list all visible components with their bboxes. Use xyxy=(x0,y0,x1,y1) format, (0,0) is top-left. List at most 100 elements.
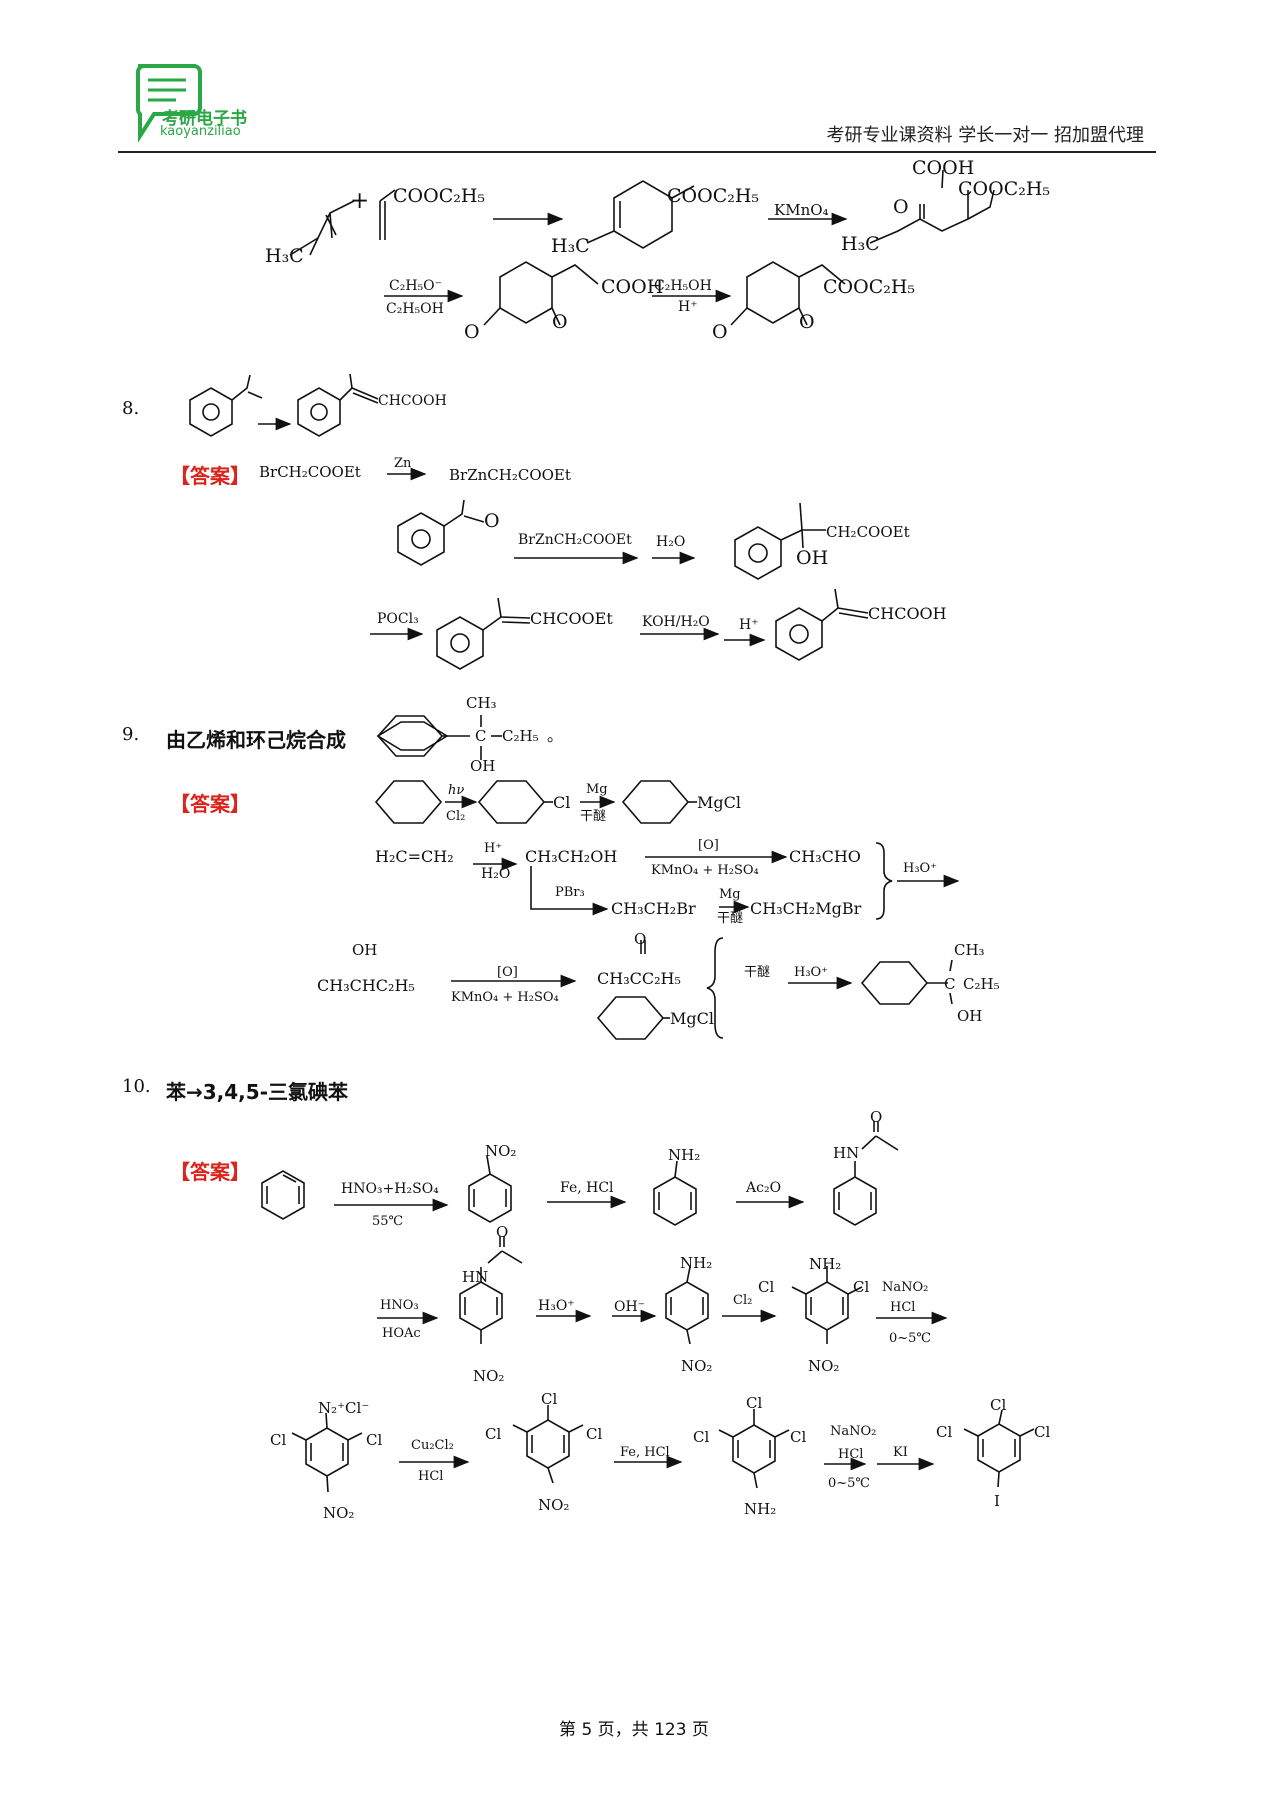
header-divider xyxy=(118,151,1156,153)
label-no2: NO₂ xyxy=(538,1496,569,1514)
label-cooh: COOH xyxy=(601,276,663,298)
label-h3o-plus: H₃O⁺ xyxy=(903,861,937,876)
label-oh: OH xyxy=(957,1007,982,1025)
label-h-plus: H⁺ xyxy=(678,299,698,315)
label-o: O xyxy=(552,311,568,333)
label-butanol: CH₃CHC₂H₅ xyxy=(317,976,415,995)
label-butanone: CH₃CC₂H₅ xyxy=(597,969,681,988)
label-ethanol: CH₃CH₂OH xyxy=(525,847,617,866)
label-o: O xyxy=(484,510,500,532)
label-ethylene: H₂C=CH₂ xyxy=(375,847,454,866)
p-nitroacetanilide-structure xyxy=(459,1236,523,1344)
question-title-10: 苯→3,4,5-三氯碘苯 xyxy=(166,1080,349,1104)
acrylate-structure xyxy=(379,189,396,240)
label-chcooh: CHCOOH xyxy=(378,393,447,409)
label-hcl: HCl xyxy=(838,1447,863,1462)
label-h3o-plus: H₃O⁺ xyxy=(538,1298,575,1314)
label-pocl3: POCl₃ xyxy=(377,611,419,627)
label-nh2: NH₂ xyxy=(668,1146,700,1164)
answer-label-9: 【答案】 xyxy=(170,792,250,816)
label-c: C xyxy=(475,727,486,745)
label-h3c: H₃C xyxy=(551,235,590,257)
label-oxidant: [O] xyxy=(698,838,719,853)
label-reagent-right: BrZnCH₂COOEt xyxy=(449,466,571,484)
label-temp-0-5: 0~5℃ xyxy=(828,1476,870,1491)
label-h2o: H₂O xyxy=(656,534,685,550)
label-cl: Cl xyxy=(746,1394,762,1412)
aniline-structure xyxy=(653,1160,697,1226)
label-chcooh: CHCOOH xyxy=(868,604,947,623)
label-temp-55: 55℃ xyxy=(372,1214,403,1229)
hydroxy-ester-structure xyxy=(734,502,826,580)
label-period: 。 xyxy=(547,726,563,745)
label-pbr3: PBr₃ xyxy=(555,885,585,900)
header-tagline: 考研专业课资料 学长一对一 招加盟代理 xyxy=(826,125,1144,146)
label-c: C xyxy=(944,975,955,993)
cyclohexyl-mgcl-structure xyxy=(621,780,697,824)
trichloro-nitrobenzene-structure xyxy=(512,1405,584,1484)
target-alcohol-structure xyxy=(376,715,502,760)
answer-label-8: 【答案】 xyxy=(170,464,250,488)
label-nh2: NH₂ xyxy=(680,1254,712,1272)
answer-label-10: 【答案】 xyxy=(170,1160,250,1184)
label-cl: Cl xyxy=(693,1428,709,1446)
brace xyxy=(875,842,893,920)
label-mg: Mg xyxy=(586,782,608,797)
dione-acid-structure xyxy=(483,261,599,326)
label-cl: Cl xyxy=(366,1431,382,1449)
label-nh2: NH₂ xyxy=(809,1255,841,1273)
question-number-9: 9. xyxy=(122,724,140,745)
label-cl: Cl xyxy=(936,1423,952,1441)
label-no2: NO₂ xyxy=(681,1357,712,1375)
page-footer: 第 5 页，共 123 页 xyxy=(559,1720,709,1740)
label-h-plus: H⁺ xyxy=(484,841,502,856)
question-title-9: 由乙烯和环己烷合成 xyxy=(166,728,346,752)
brace xyxy=(706,937,724,1039)
diazonium-structure xyxy=(291,1412,363,1493)
final-alcohol-structure xyxy=(860,959,953,1005)
label-ethyl-mgbr: CH₃CH₂MgBr xyxy=(750,899,862,918)
label-cl: Cl xyxy=(586,1425,602,1443)
label-reagent-left: BrCH₂COOEt xyxy=(259,463,361,481)
acetanilide-structure xyxy=(833,1121,899,1226)
acetophenone-structure-2 xyxy=(397,499,485,566)
label-o: O xyxy=(496,1223,508,1241)
label-hno3: HNO₃ xyxy=(380,1298,419,1313)
label-no2: NO₂ xyxy=(808,1357,839,1375)
label-o: O xyxy=(799,311,815,333)
label-mg: Mg xyxy=(719,887,741,902)
label-cooh: COOH xyxy=(912,157,974,179)
label-h3c: H₃C xyxy=(265,245,304,267)
label-hno3-h2so4: HNO₃+H₂SO₄ xyxy=(341,1181,439,1197)
label-cooc2h5: COOC₂H₅ xyxy=(958,178,1050,200)
cinnamic-acid-structure xyxy=(297,373,379,437)
dione-ester-structure xyxy=(730,261,846,326)
label-o: O xyxy=(634,930,646,948)
label-cl: Cl xyxy=(485,1425,501,1443)
acetophenone-structure xyxy=(189,374,263,437)
label-o: O xyxy=(870,1108,882,1126)
cyclohexane-structure xyxy=(374,780,443,824)
label-cl: Cl xyxy=(758,1278,774,1296)
label-cl: Cl xyxy=(541,1390,557,1408)
label-mgcl: MgCl xyxy=(670,1009,714,1028)
trichloroaniline-structure xyxy=(718,1409,790,1489)
label-oxidant-cond: KMnO₄ + H₂SO₄ xyxy=(651,863,759,878)
label-o: O xyxy=(893,196,909,218)
chlorocyclohexane-structure xyxy=(477,780,553,824)
label-reagent-arrow: BrZnCH₂COOEt xyxy=(518,532,632,548)
label-hoac: HOAc xyxy=(382,1326,421,1341)
label-cl: Cl xyxy=(270,1431,286,1449)
question-number-10: 10. xyxy=(122,1076,151,1097)
label-no2: NO₂ xyxy=(485,1142,516,1160)
label-cl: Cl xyxy=(1034,1423,1050,1441)
nitrobenzene-structure xyxy=(468,1155,512,1223)
label-hcl: HCl xyxy=(418,1469,443,1484)
label-oh: OH xyxy=(796,547,828,569)
label-c2h5oh: C₂H₅OH xyxy=(386,301,444,317)
cyclohexyl-mgcl-structure-2 xyxy=(596,996,670,1040)
label-fe-hcl: Fe, HCl xyxy=(560,1180,614,1196)
label-cl2: Cl₂ xyxy=(733,1293,752,1308)
label-no2: NO₂ xyxy=(323,1504,354,1522)
logo-icon xyxy=(136,64,202,142)
